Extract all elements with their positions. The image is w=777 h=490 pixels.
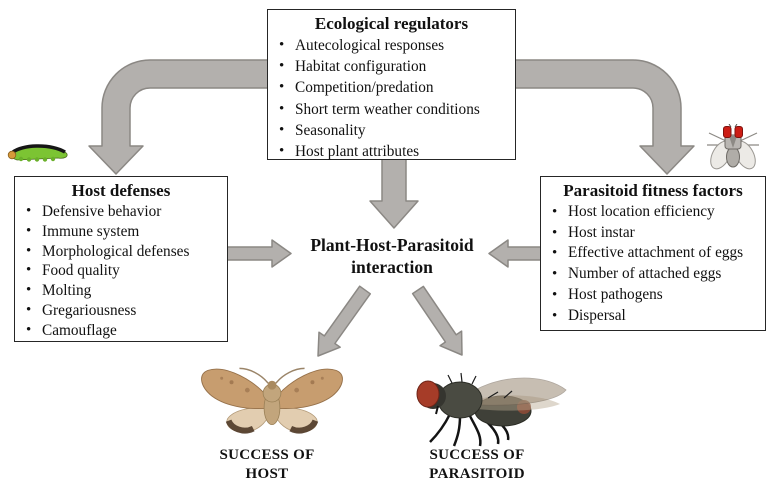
- list-item: Gregariousness: [15, 301, 227, 321]
- outcome-line1: SUCCESS OF: [429, 447, 525, 463]
- list-item: Dispersal: [541, 306, 765, 327]
- fly-image: [416, 372, 567, 447]
- list-item: Molting: [15, 281, 227, 301]
- list-item: Number of attached eggs: [541, 264, 765, 285]
- label-success-of-parasitoid: SUCCESS OF PARASITOID: [392, 446, 562, 484]
- list-item: Immune system: [15, 222, 227, 242]
- arrow-ecological-to-parasitoid: [512, 59, 695, 175]
- list-item: Host pathogens: [541, 285, 765, 306]
- list-item: Short term weather conditions: [268, 99, 515, 120]
- arrow-ecological-to-host: [88, 59, 271, 175]
- box-list: Host location efficiency Host instar Eff…: [541, 202, 765, 326]
- box-list: Defensive behavior Immune system Morphol…: [15, 202, 227, 341]
- list-item: Habitat configuration: [268, 56, 515, 77]
- box-title: Ecological regulators: [314, 14, 469, 33]
- list-item: Host location efficiency: [541, 202, 765, 223]
- list-item: Competition/predation: [268, 77, 515, 98]
- list-item: Food quality: [15, 261, 227, 281]
- fly-icon: [707, 124, 759, 170]
- box-host-defenses: Host defenses Defensive behavior Immune …: [14, 176, 228, 342]
- box-title: Host defenses: [71, 181, 171, 200]
- center-node-line1: Plant-Host-Parasitoid: [310, 235, 474, 255]
- box-list: Autecological responses Habitat configur…: [268, 35, 515, 162]
- box-title: Parasitoid fitness factors: [563, 181, 743, 200]
- outcome-line2: PARASITOID: [429, 466, 525, 482]
- box-parasitoid-fitness: Parasitoid fitness factors Host location…: [540, 176, 766, 331]
- arrow-ecological-to-center: [369, 157, 419, 229]
- list-item: Host plant attributes: [268, 141, 515, 162]
- list-item: Seasonality: [268, 120, 515, 141]
- list-item: Camouflage: [15, 321, 227, 341]
- arrow-center-to-parasitoid-success: [411, 285, 463, 356]
- moth-image: [201, 367, 343, 434]
- label-success-of-host: SUCCESS OF HOST: [192, 446, 342, 484]
- list-item: Defensive behavior: [15, 202, 227, 222]
- outcome-line2: HOST: [245, 466, 289, 482]
- box-ecological-regulators: Ecological regulators Autecological resp…: [267, 9, 516, 162]
- arrow-parasitoid-to-center: [488, 239, 544, 268]
- caterpillar-icon: [7, 144, 68, 162]
- list-item: Autecological responses: [268, 35, 515, 56]
- center-node-interaction: Plant-Host-Parasitoid interaction: [282, 234, 502, 278]
- arrow-host-to-center: [225, 239, 292, 268]
- outcome-line1: SUCCESS OF: [219, 447, 315, 463]
- list-item: Host instar: [541, 223, 765, 244]
- list-item: Morphological defenses: [15, 242, 227, 262]
- arrow-center-to-host-success: [317, 285, 372, 357]
- list-item: Effective attachment of eggs: [541, 243, 765, 264]
- center-node-line2: interaction: [351, 257, 433, 277]
